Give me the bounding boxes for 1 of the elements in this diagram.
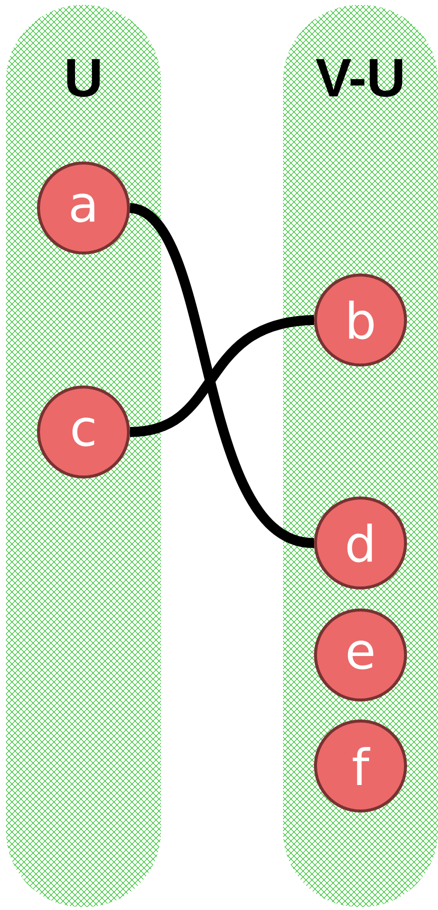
edge-curve (128, 203, 316, 548)
